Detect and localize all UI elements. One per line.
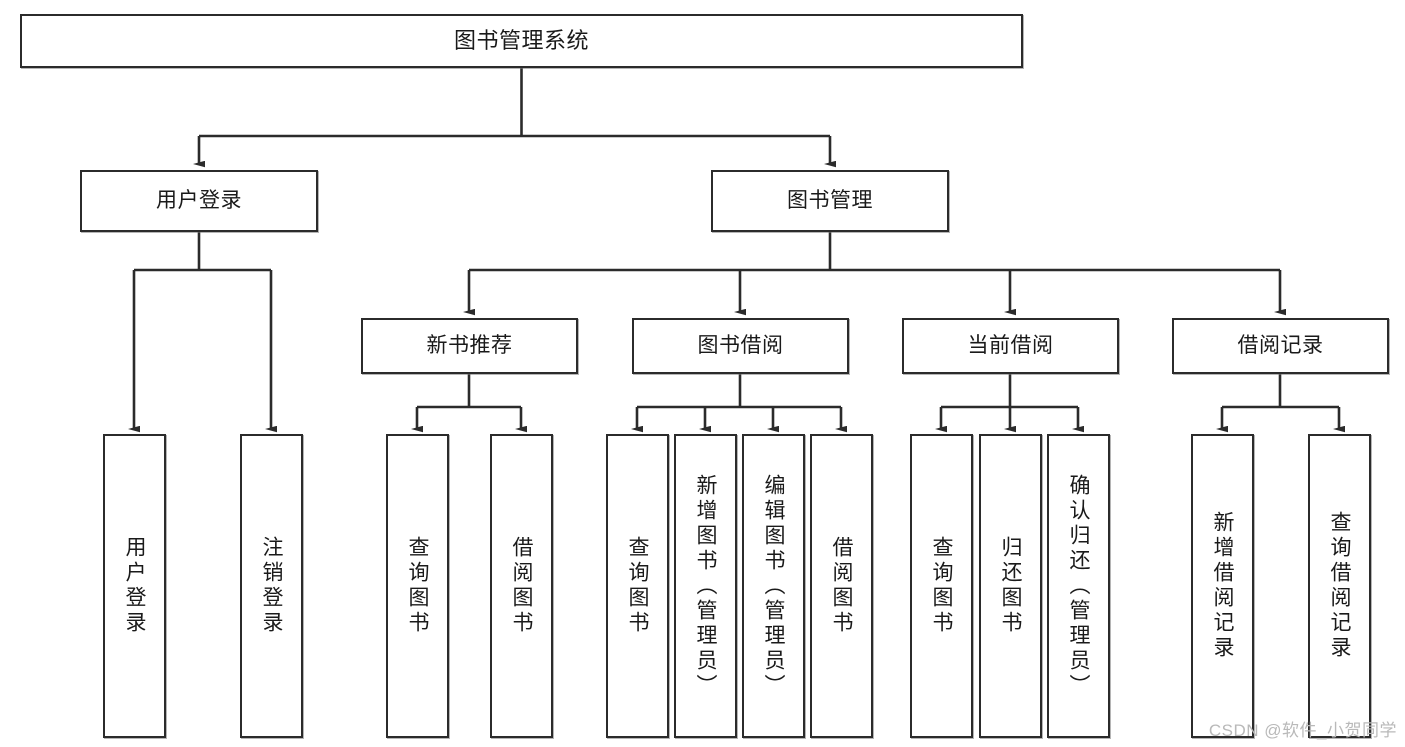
leaf-current-borrow-return[interactable]: 归还图书 <box>979 434 1042 738</box>
node-current-borrow[interactable]: 当前借阅 <box>902 318 1119 374</box>
leaf-borrow-record-query[interactable]: 查询借阅记录 <box>1308 434 1371 738</box>
leaf-book-borrow-edit-label: 编辑图书（管理员） <box>762 473 785 699</box>
node-book-manage-label: 图书管理 <box>787 188 873 212</box>
node-book-borrow[interactable]: 图书借阅 <box>632 318 849 374</box>
node-user-login-label: 用户登录 <box>156 188 242 212</box>
leaf-new-book-borrow[interactable]: 借阅图书 <box>490 434 553 738</box>
leaf-current-borrow-return-label: 归还图书 <box>999 536 1022 636</box>
leaf-book-borrow-edit[interactable]: 编辑图书（管理员） <box>742 434 805 738</box>
node-user-login[interactable]: 用户登录 <box>80 170 318 232</box>
leaf-book-borrow-borrow[interactable]: 借阅图书 <box>810 434 873 738</box>
leaf-book-borrow-query[interactable]: 查询图书 <box>606 434 669 738</box>
watermark-text: CSDN @软件_小贺同学 <box>1208 721 1397 740</box>
node-new-book-label: 新书推荐 <box>426 333 513 357</box>
leaf-user-login-logout[interactable]: 注销登录 <box>240 434 303 738</box>
leaf-borrow-record-query-label: 查询借阅记录 <box>1328 511 1351 661</box>
node-new-book[interactable]: 新书推荐 <box>361 318 578 374</box>
leaf-book-borrow-add[interactable]: 新增图书（管理员） <box>674 434 737 738</box>
leaf-user-login-login-label: 用户登录 <box>123 536 146 636</box>
leaf-book-borrow-borrow-label: 借阅图书 <box>830 536 853 636</box>
node-root-label: 图书管理系统 <box>453 28 589 54</box>
leaf-borrow-record-add[interactable]: 新增借阅记录 <box>1191 434 1254 738</box>
leaf-book-borrow-add-label: 新增图书（管理员） <box>694 473 717 699</box>
leaf-current-borrow-confirm-label: 确认归还（管理员） <box>1067 473 1090 699</box>
leaf-current-borrow-confirm[interactable]: 确认归还（管理员） <box>1047 434 1110 738</box>
node-current-borrow-label: 当前借阅 <box>967 333 1054 357</box>
leaf-user-login-logout-label: 注销登录 <box>260 536 283 636</box>
leaf-new-book-query-label: 查询图书 <box>406 536 429 636</box>
node-root-system[interactable]: 图书管理系统 <box>20 14 1023 68</box>
leaf-new-book-borrow-label: 借阅图书 <box>510 536 533 636</box>
leaf-new-book-query[interactable]: 查询图书 <box>386 434 449 738</box>
leaf-book-borrow-query-label: 查询图书 <box>626 536 649 636</box>
leaf-current-borrow-query[interactable]: 查询图书 <box>910 434 973 738</box>
leaf-user-login-login[interactable]: 用户登录 <box>103 434 166 738</box>
node-borrow-record[interactable]: 借阅记录 <box>1172 318 1389 374</box>
node-book-borrow-label: 图书借阅 <box>697 333 784 357</box>
node-borrow-record-label: 借阅记录 <box>1237 333 1324 357</box>
leaf-borrow-record-add-label: 新增借阅记录 <box>1211 511 1234 661</box>
node-book-manage[interactable]: 图书管理 <box>711 170 949 232</box>
leaf-current-borrow-query-label: 查询图书 <box>930 536 953 636</box>
